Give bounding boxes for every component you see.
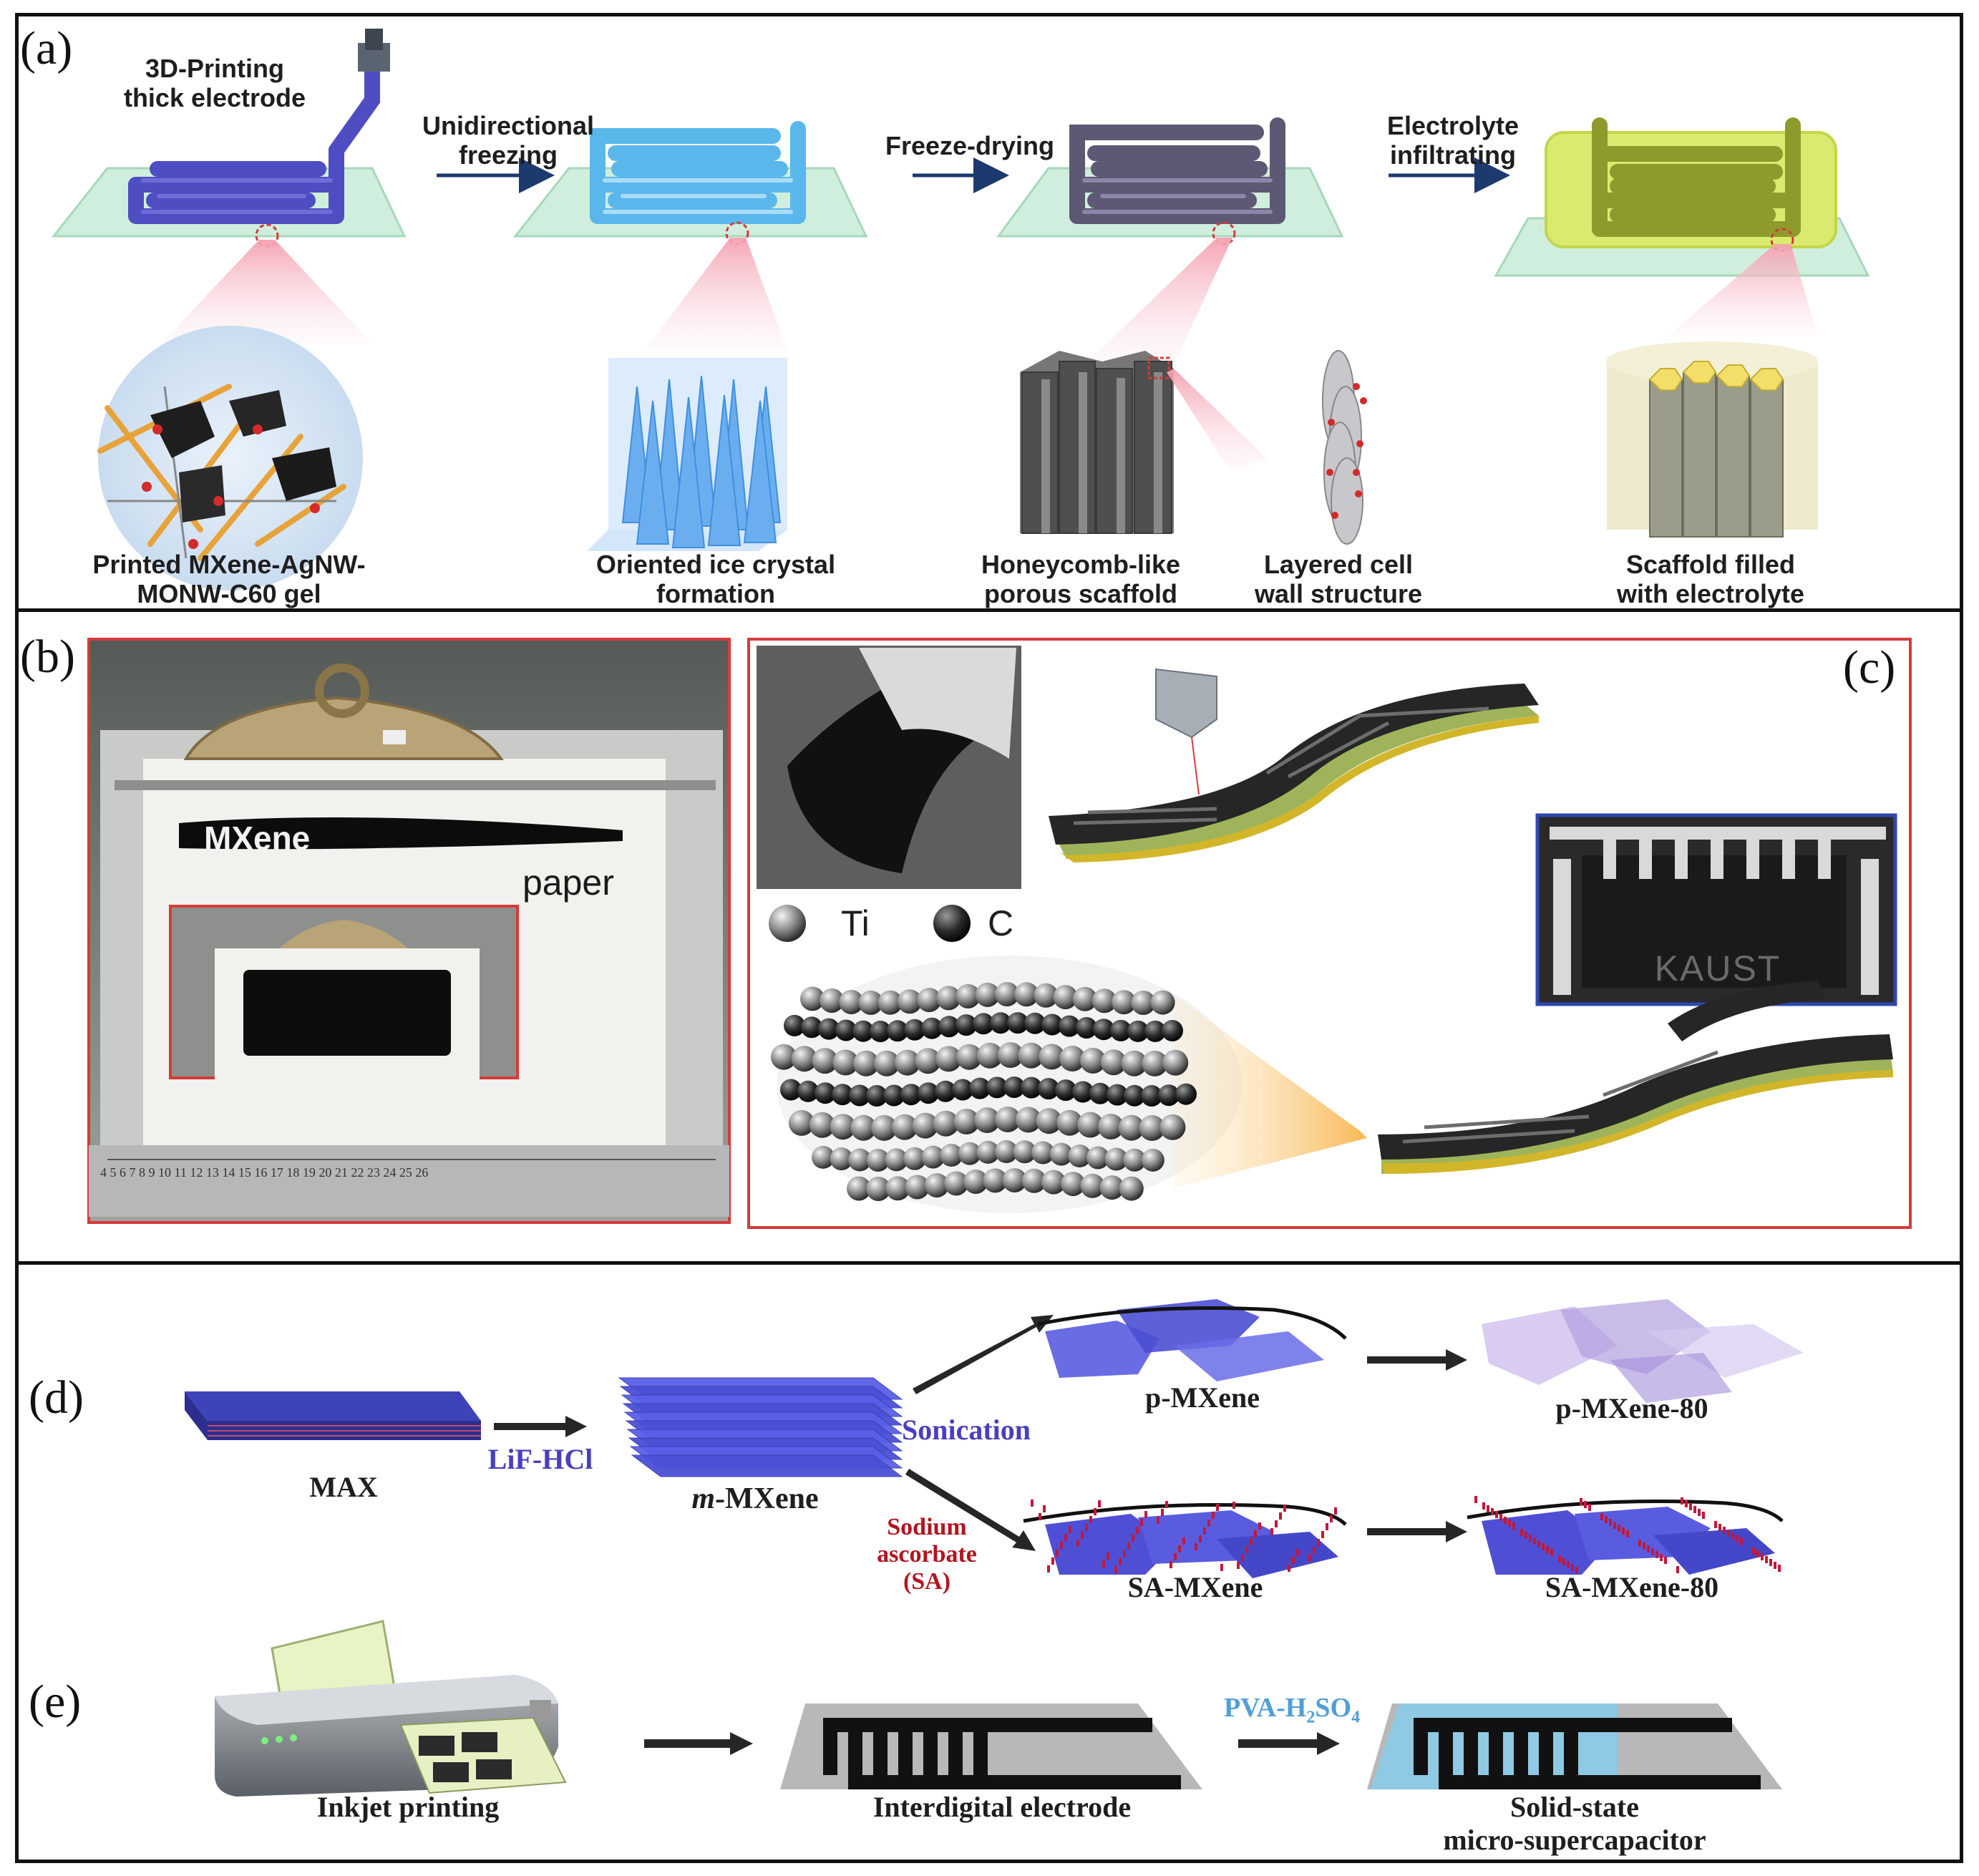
label-pva-h2so4: PVA-H2SO4 bbox=[1223, 1693, 1361, 1727]
panel-d bbox=[185, 1299, 1804, 1578]
ice-crystal-block bbox=[587, 358, 787, 551]
mxene-stroke bbox=[179, 817, 623, 850]
printed-electrode-substrate bbox=[51, 29, 407, 344]
filled-scaffold bbox=[1606, 341, 1818, 538]
arrow-sa-treatment bbox=[905, 1469, 1036, 1551]
arrow-sa-80 bbox=[1367, 1521, 1467, 1542]
metal-clip bbox=[183, 696, 504, 760]
kaust-device-photo bbox=[1535, 813, 1897, 1006]
arrow-to-electrode bbox=[644, 1732, 753, 1755]
printed-device-top bbox=[1049, 684, 1539, 862]
panel-label-a: (a) bbox=[20, 22, 73, 74]
label-sonication: Sonication bbox=[902, 1414, 1031, 1446]
arrow-etching bbox=[494, 1416, 587, 1437]
arrow-sonication bbox=[913, 1315, 1054, 1394]
panel-b-photo bbox=[87, 638, 731, 1224]
label-paper: paper bbox=[522, 862, 614, 903]
printing-nozzle bbox=[1155, 668, 1217, 795]
panel-c bbox=[747, 638, 1912, 1229]
label-sa-mxene-80: SA-MXene-80 bbox=[1545, 1571, 1719, 1603]
arrow-to-msc bbox=[1238, 1732, 1340, 1755]
panel-label-b: (b) bbox=[20, 631, 75, 683]
c-atom-icon bbox=[933, 905, 971, 942]
label-ti: Ti bbox=[841, 903, 870, 943]
label-max: MAX bbox=[309, 1471, 378, 1503]
m-mxene-stack bbox=[618, 1377, 903, 1477]
honeycomb-scaffold bbox=[1020, 351, 1267, 534]
gel-zoom bbox=[97, 326, 363, 590]
arrow-p-80 bbox=[1367, 1349, 1467, 1371]
p-mxene-flakes bbox=[1037, 1299, 1347, 1381]
label-m-mxene: m-MXene bbox=[691, 1482, 819, 1515]
panel-label-c: (c) bbox=[1843, 641, 1896, 694]
frame-panels-de bbox=[15, 1261, 1963, 1863]
dried-electrode-substrate bbox=[996, 117, 1344, 365]
max-block bbox=[185, 1391, 481, 1440]
ti-atom-icon bbox=[769, 905, 806, 942]
label-interdigital-electrode: Interdigital electrode bbox=[872, 1791, 1132, 1823]
caption-printed-gel: Printed MXene-AgNW-MONW-C60 gel bbox=[92, 550, 366, 609]
sa-mxene-80-flakes bbox=[1467, 1496, 1784, 1575]
label-inkjet-printing: Inkjet printing bbox=[316, 1791, 500, 1823]
mxene-atomic-layers bbox=[771, 956, 1367, 1213]
sa-mxene-flakes bbox=[1023, 1500, 1347, 1578]
label-p-mxene-80: p-MXene-80 bbox=[1555, 1392, 1708, 1424]
p-mxene-80-flakes bbox=[1482, 1299, 1804, 1403]
label-freeze-drying: Freeze-drying bbox=[885, 131, 1055, 160]
printed-device-bottom bbox=[1378, 981, 1893, 1174]
label-lif-hcl: LiF-HCl bbox=[487, 1443, 593, 1475]
panel-label-d: (d) bbox=[29, 1371, 84, 1424]
label-kaust: KAUST bbox=[1654, 948, 1781, 988]
ruler bbox=[89, 1145, 729, 1217]
interdigital-electrode bbox=[780, 1704, 1202, 1789]
panel-e bbox=[215, 1620, 1782, 1797]
solid-state-msc bbox=[1367, 1704, 1782, 1789]
electrolyte-electrode-substrate bbox=[1494, 117, 1870, 336]
panel-a bbox=[51, 29, 1870, 590]
label-sa-mxene: SA-MXene bbox=[1127, 1571, 1263, 1603]
layered-cell-wall bbox=[1322, 350, 1367, 545]
frozen-electrode-substrate bbox=[512, 121, 868, 351]
inkjet-printer bbox=[215, 1620, 567, 1797]
ruler-ticks: 4 5 6 7 8 9 10 11 12 13 14 15 16 17 18 1… bbox=[100, 1165, 429, 1180]
label-mxene: MXene bbox=[204, 820, 311, 857]
label-c: C bbox=[988, 903, 1014, 943]
panel-label-e: (e) bbox=[29, 1676, 82, 1728]
label-p-mxene: p-MXene bbox=[1145, 1381, 1260, 1414]
